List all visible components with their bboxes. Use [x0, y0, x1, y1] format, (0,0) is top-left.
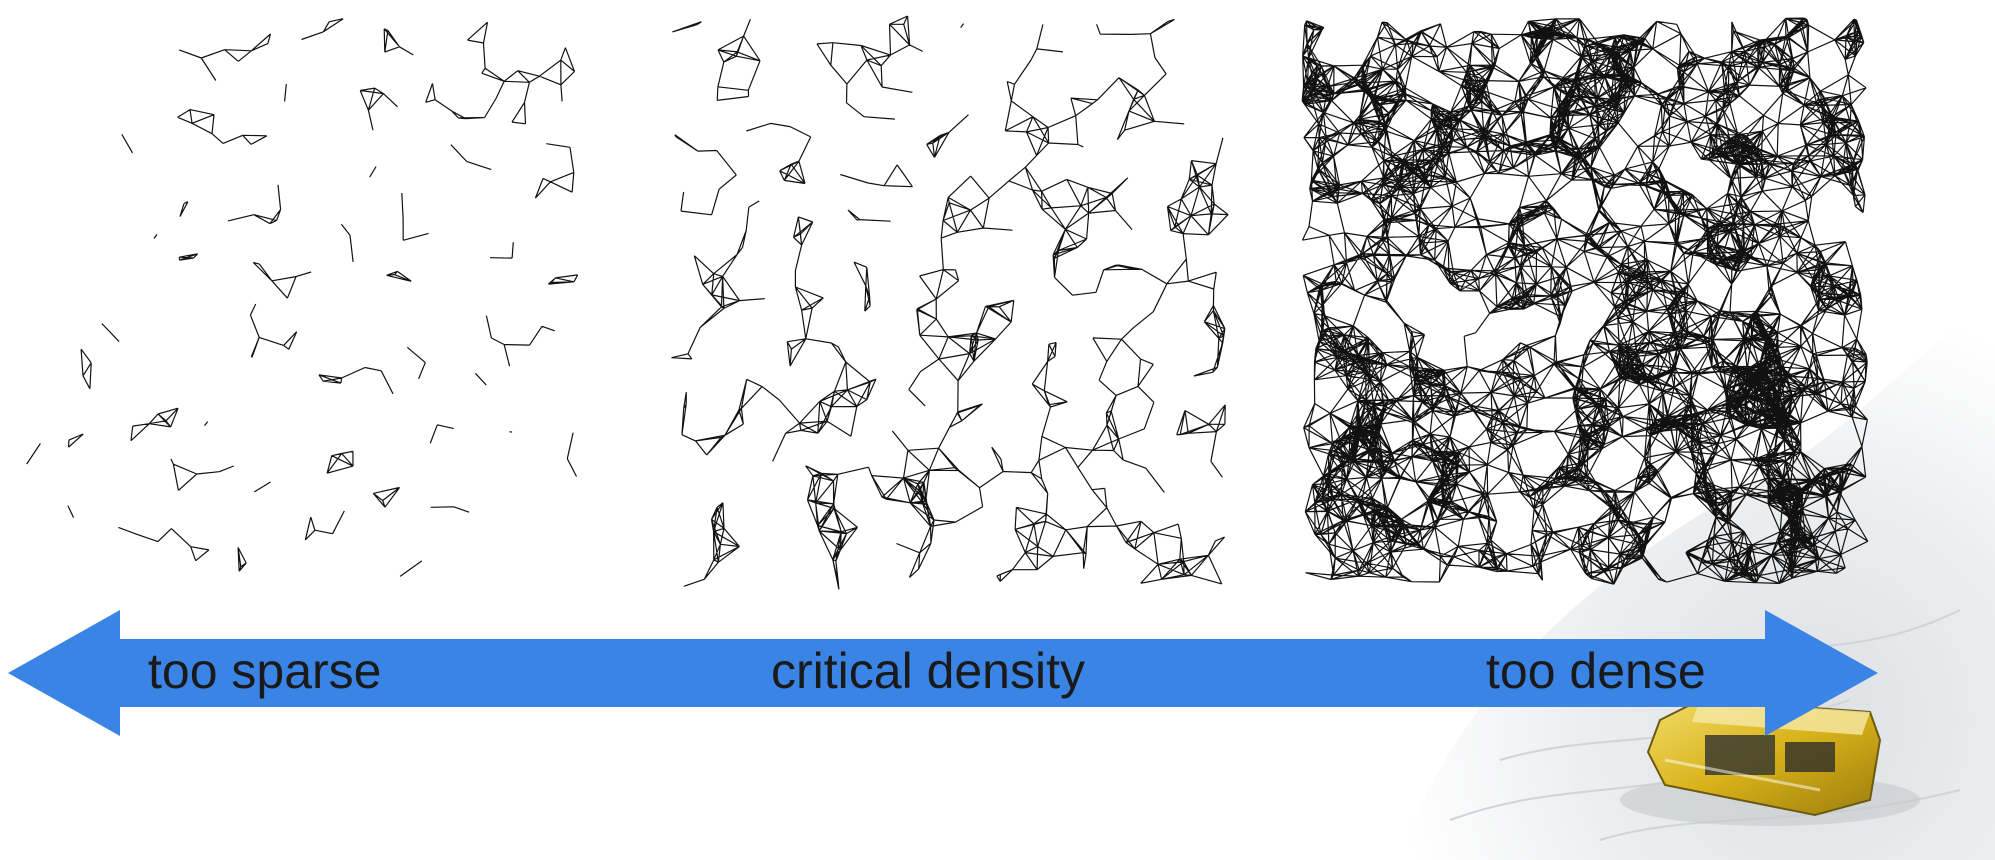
critical-network-graph [671, 15, 1229, 590]
network-edges [1301, 17, 1869, 585]
dense-network-panel [1290, 0, 1890, 600]
critical-network-panel [650, 0, 1250, 600]
label-critical-density: critical density [771, 643, 1085, 699]
network-edges [671, 15, 1229, 590]
network-edge-set [671, 15, 1229, 590]
label-too-dense: too dense [1486, 643, 1706, 699]
sparse-network-graph [26, 18, 579, 577]
network-edges [26, 18, 579, 577]
network-edge-set [1301, 17, 1869, 585]
label-too-sparse: too sparse [148, 643, 382, 699]
sparse-network-panel [0, 0, 600, 600]
dense-network-graph [1301, 17, 1869, 585]
network-edge-set [26, 18, 579, 577]
